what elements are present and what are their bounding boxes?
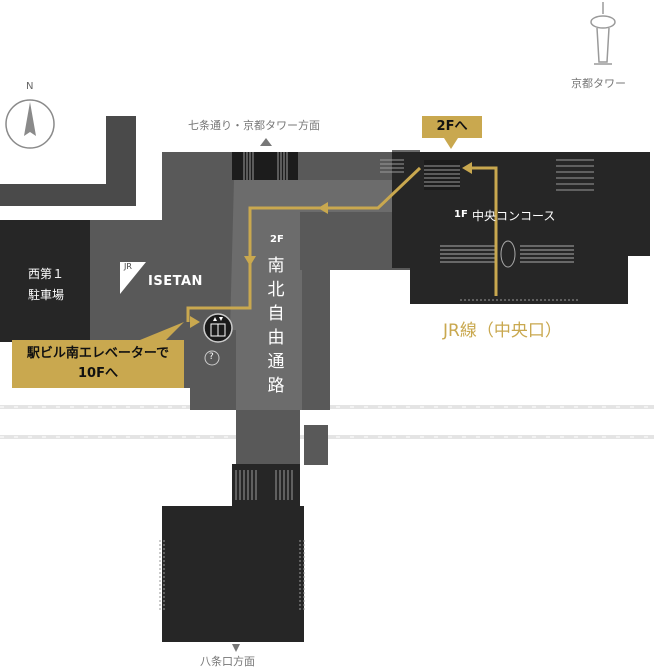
route-path xyxy=(186,166,498,322)
jr-line-label: JR線（中央口） xyxy=(443,321,562,341)
corridor-floor-label: 2F xyxy=(270,234,284,245)
corridor-side-block xyxy=(306,272,328,364)
isetan-logo-icon xyxy=(120,262,146,294)
compass-letter: N xyxy=(26,81,34,92)
kyoto-tower-icon xyxy=(590,2,616,65)
west-parking-lot xyxy=(0,220,90,342)
south-building xyxy=(162,464,304,642)
elevator-note-label: 駅ビル南エレベーターで 10Fへ xyxy=(12,340,184,388)
to-2f-label: 2Fへ xyxy=(422,116,482,138)
stairs xyxy=(159,152,594,612)
south-direction-label: 八条口方面 xyxy=(200,655,255,668)
compass-icon xyxy=(5,99,55,149)
north-arrow-marker xyxy=(260,138,272,146)
isetan-name: ISETAN xyxy=(148,274,203,289)
concourse-label: 中央コンコース xyxy=(472,209,556,223)
info-mark: ? xyxy=(209,352,214,362)
isetan-mark: JR xyxy=(124,262,132,271)
elevator-icon xyxy=(203,313,233,343)
concourse-floor-label: 1F xyxy=(454,209,468,220)
road xyxy=(0,116,136,206)
north-south-corridor xyxy=(230,150,420,410)
info-icon xyxy=(204,350,220,366)
route-arrowheads xyxy=(190,162,472,328)
escalators xyxy=(440,240,574,268)
corridor-name: 南 北 自 由 通 路 xyxy=(267,256,285,396)
corridor-lower-block xyxy=(304,425,328,465)
north-direction-label: 七条通り・京都タワー方面 xyxy=(188,119,320,132)
parking-label: 西第１ 駐車場 xyxy=(27,267,64,302)
kyoto-tower-label: 京都タワー xyxy=(571,77,626,90)
south-arrow-marker xyxy=(232,644,240,652)
